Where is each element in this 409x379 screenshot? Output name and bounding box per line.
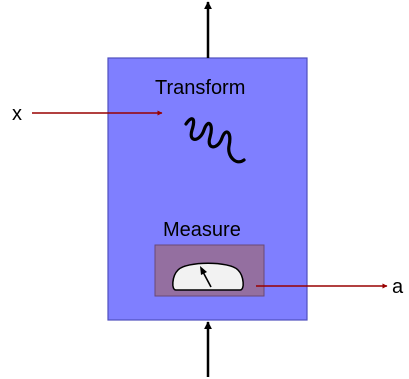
measure-label: Measure <box>163 219 241 241</box>
transform-label: Transform <box>155 77 245 99</box>
output-a-label: a <box>392 276 404 298</box>
squiggle-icon <box>184 117 246 164</box>
input-x-label: x <box>12 103 22 125</box>
gauge-dial-icon <box>172 262 244 291</box>
